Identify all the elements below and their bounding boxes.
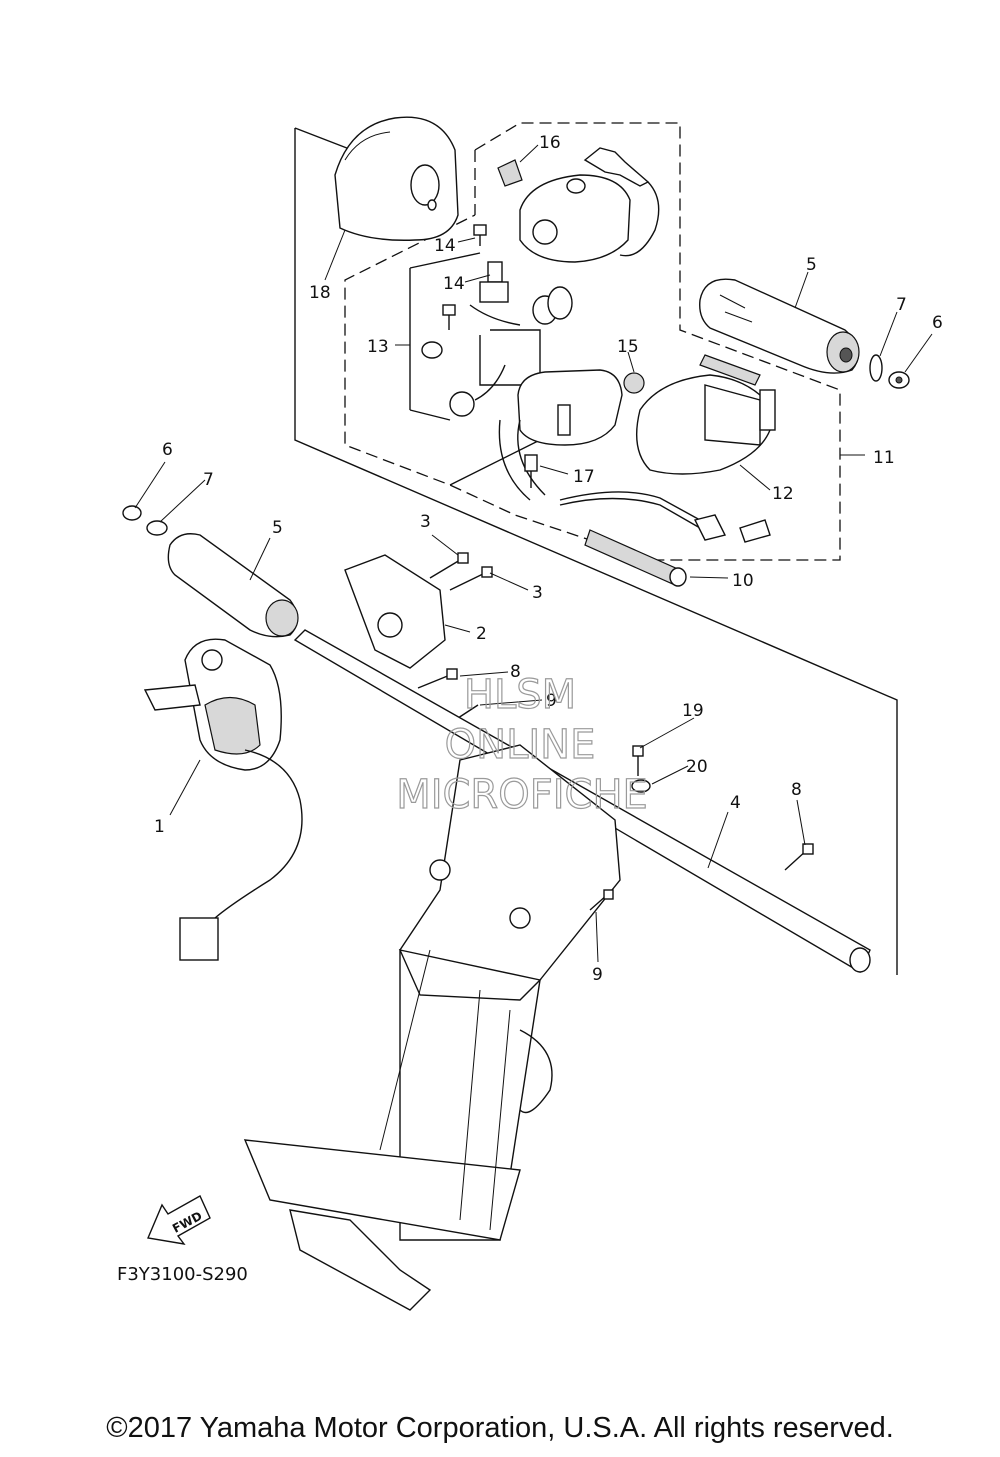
- switch-housing-lower: [498, 369, 645, 501]
- bolt-9-lower: [589, 889, 614, 911]
- grip-left: [167, 533, 299, 638]
- callout-6-left: 6: [162, 440, 173, 460]
- bolt-3-a: [429, 552, 469, 579]
- fwd-arrow: FWD: [147, 1195, 211, 1245]
- spring-coil: [584, 354, 761, 587]
- bolt-8-lower: [784, 843, 814, 871]
- callout-16: 16: [539, 133, 561, 153]
- callout-3-a: 3: [420, 512, 431, 532]
- dashed-group-11: [344, 122, 841, 561]
- figure-code: F3Y3100-S290: [117, 1264, 248, 1285]
- callout-10: 10: [732, 571, 754, 591]
- callout-8-upper: 8: [510, 662, 521, 682]
- callout-18: 18: [309, 283, 331, 303]
- handlebar-clamp: [344, 554, 446, 669]
- callout-5-right: 5: [806, 255, 817, 275]
- callout-5-left: 5: [272, 518, 283, 538]
- steering-column: [243, 744, 621, 1311]
- callout-4: 4: [730, 793, 741, 813]
- callout-9-upper: 9: [546, 691, 557, 711]
- wire-harness: [559, 491, 771, 543]
- callout-20: 20: [686, 757, 708, 777]
- switch-cover-cap: [334, 116, 459, 241]
- bolt-19: [632, 745, 644, 776]
- washer-7-right: [869, 354, 883, 382]
- switch-cover-12: [635, 374, 776, 475]
- callout-14-a: 14: [434, 236, 456, 256]
- callout-9-lower: 9: [592, 965, 603, 985]
- callout-8-lower: 8: [791, 780, 802, 800]
- callout-numbers: 1 2 3 3 4 5 5 6 6 7 7 8 8 9 9 10 11 12 1…: [154, 133, 943, 985]
- callout-12: 12: [772, 484, 794, 504]
- watermark-line-3: MICROFICHE: [396, 772, 648, 818]
- washer-20: [631, 779, 651, 793]
- screw-14-b: [442, 304, 456, 330]
- callout-17: 17: [573, 467, 595, 487]
- bolt-8-upper: [417, 668, 458, 689]
- leader-lines: [134, 144, 933, 963]
- callout-15: 15: [617, 337, 639, 357]
- callout-1: 1: [154, 817, 165, 837]
- throttle-housing: [143, 638, 303, 961]
- screw-6-left: [122, 505, 142, 521]
- callout-7-right: 7: [896, 295, 907, 315]
- switch-housing-upper: [497, 147, 660, 263]
- callout-19: 19: [682, 701, 704, 721]
- callout-3-b: 3: [532, 583, 543, 603]
- screw-14-a: [473, 224, 487, 246]
- grip-right: [699, 278, 860, 374]
- watermark: HLSM ONLINE MICROFICHE: [396, 671, 649, 818]
- callout-2: 2: [476, 624, 487, 644]
- switch-internals: [409, 252, 573, 486]
- callout-13: 13: [367, 337, 389, 357]
- switch-assembly-outline: [294, 127, 898, 975]
- callout-7-left: 7: [203, 470, 214, 490]
- washer-7-left: [146, 520, 168, 536]
- screw-6-right: [888, 371, 910, 389]
- callout-11: 11: [873, 448, 895, 468]
- copyright-notice: ©2017 Yamaha Motor Corporation, U.S.A. A…: [106, 1412, 894, 1444]
- callout-6-right: 6: [932, 313, 943, 333]
- callout-14-b: 14: [443, 274, 465, 294]
- watermark-line-2: ONLINE: [445, 722, 596, 768]
- bolt-3-b: [449, 566, 493, 591]
- watermark-line-1: HLSM: [464, 672, 576, 718]
